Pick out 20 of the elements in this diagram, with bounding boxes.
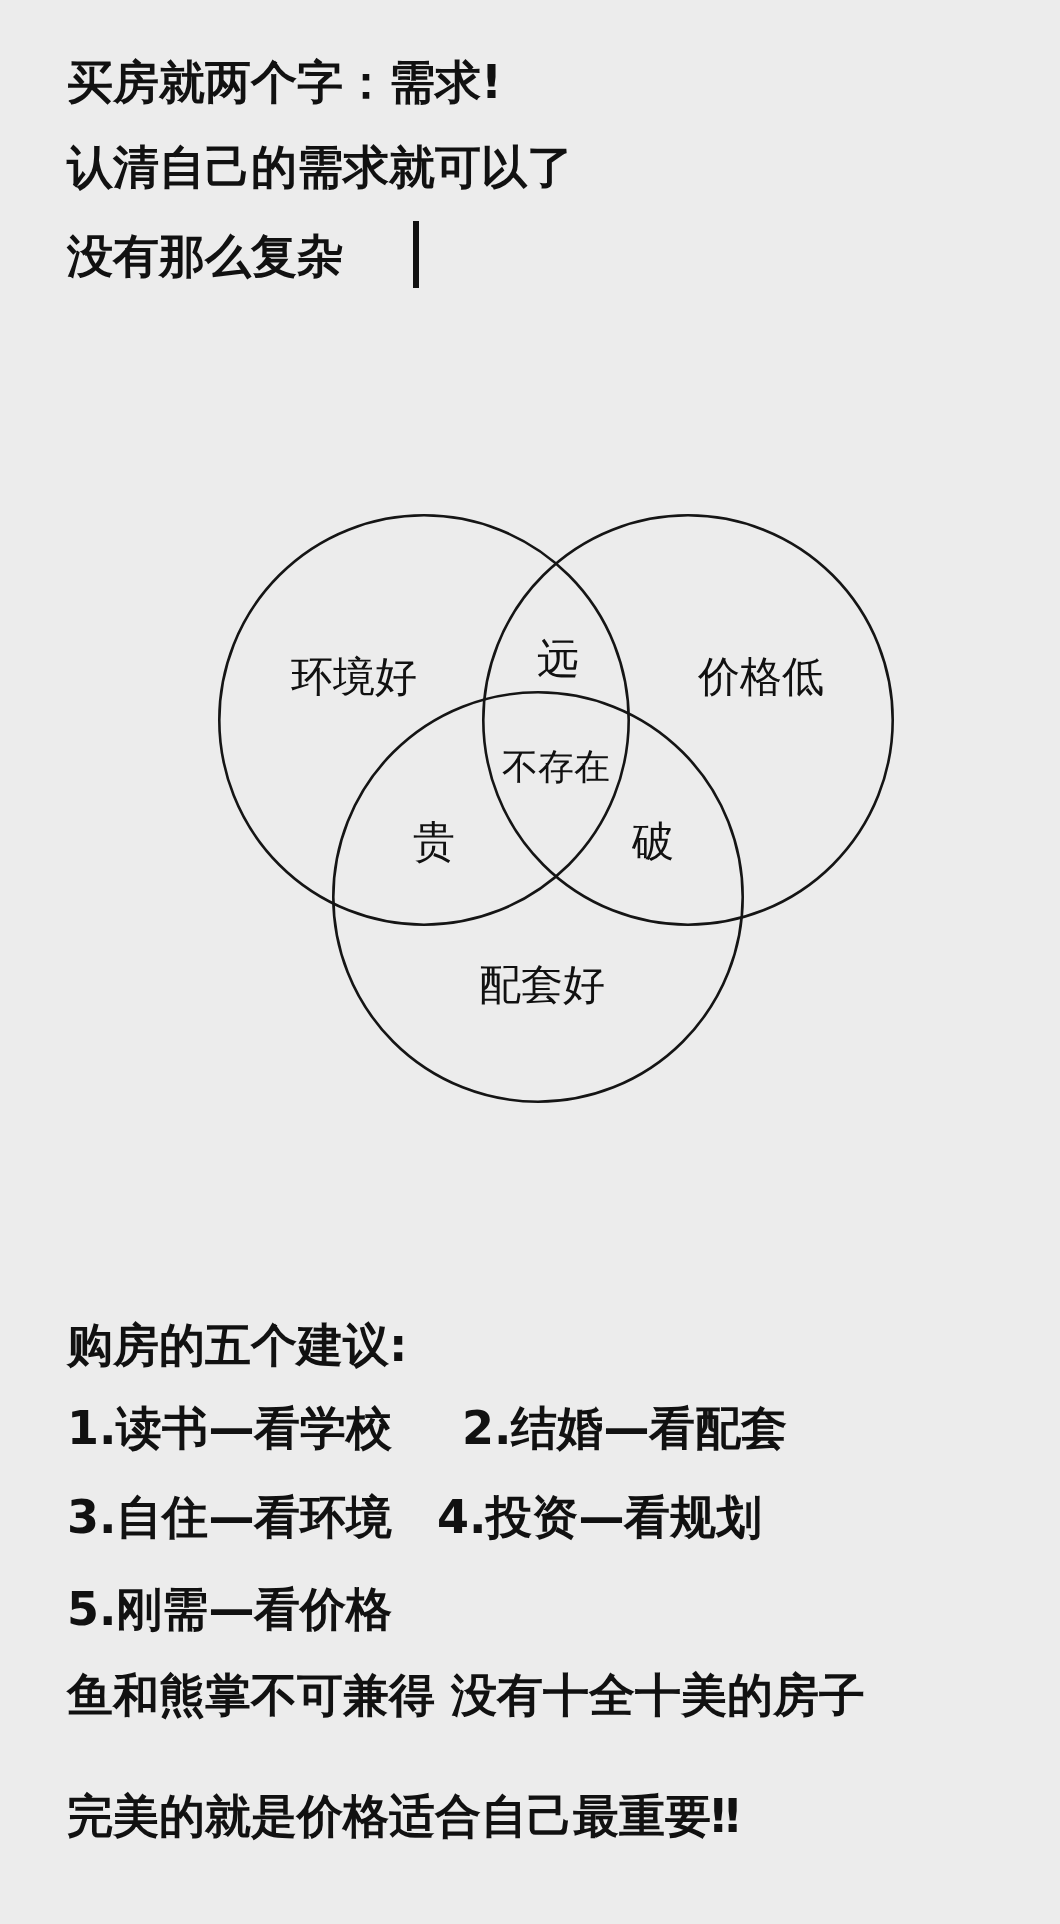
title-heading: 买房就两个字：需求! [67,55,502,109]
advice-item: 5.刚需—看价格 [67,1582,393,1636]
overlap-label: 破 [632,817,674,867]
advice-item: 2.结婚—看配套 [462,1401,788,1455]
advice-item: 1.读书—看学校 [67,1401,393,1455]
intro-line: 认清自己的需求就可以了 [67,140,573,194]
venn-circle [482,514,894,926]
closing-line: 鱼和熊掌不可兼得 没有十全十美的房子 [67,1668,865,1722]
circle-label: 配套好 [479,960,605,1010]
circle-label: 价格低 [698,652,824,702]
overlap-label: 不存在 [502,746,610,788]
intro-line: 没有那么复杂 [67,229,343,283]
venn-circle [218,514,630,926]
circle-label: 环境好 [291,652,417,702]
overlap-label: 贵 [413,817,455,867]
closing-line: 完美的就是价格适合自己最重要‼ [67,1789,740,1843]
advice-item: 4.投资—看规划 [437,1490,763,1544]
list-heading: 购房的五个建议: [67,1318,408,1372]
advice-item: 3.自住—看环境 [67,1490,393,1544]
overlap-label: 远 [537,634,579,684]
